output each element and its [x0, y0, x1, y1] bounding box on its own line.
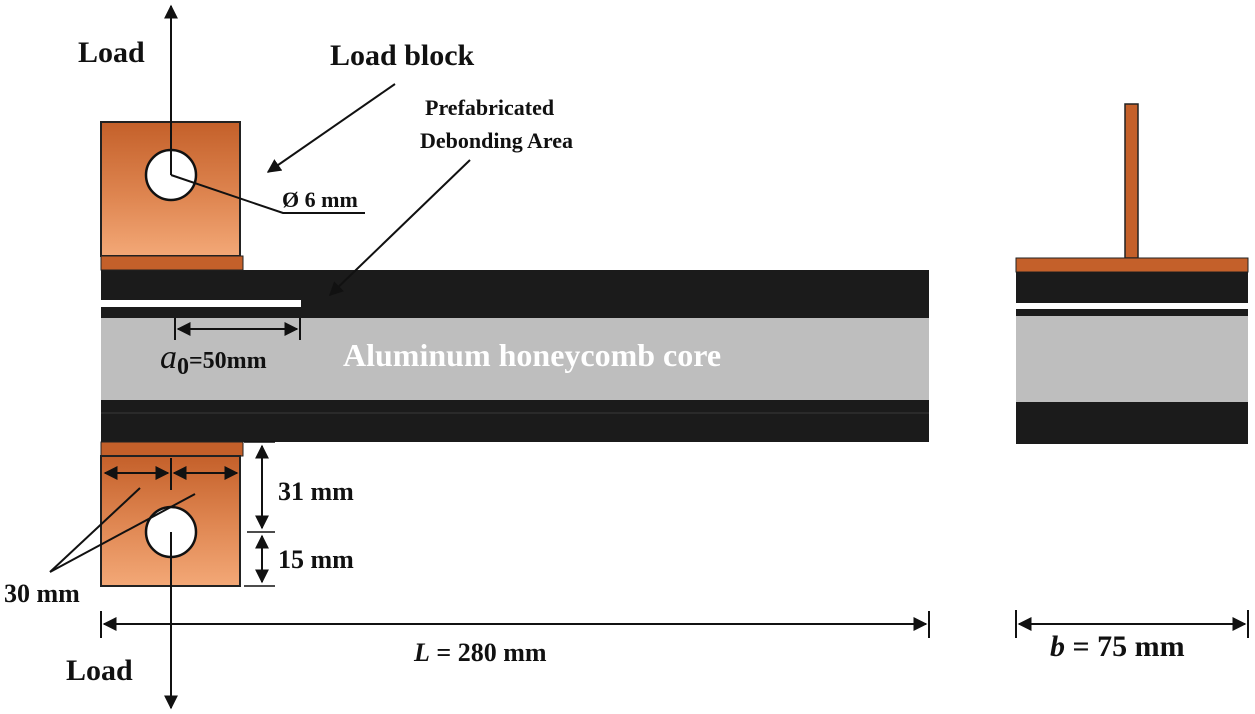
prefab-label-line1: Prefabricated: [425, 95, 554, 120]
a0-dimension: [174, 318, 301, 340]
cross-section-tab: [1124, 103, 1139, 259]
vertical-dimensions: [244, 441, 275, 587]
top-load-block: [100, 121, 244, 271]
width-value: = 75 mm: [1065, 630, 1185, 663]
side-view-specimen: [101, 270, 929, 442]
core-label: Aluminum honeycomb core: [343, 337, 721, 373]
hole-diameter-label: Ø 6 mm: [282, 187, 358, 212]
cross-section-debond: [1016, 303, 1248, 309]
a0-subscript: 0: [177, 354, 189, 380]
cross-section-view: [1015, 103, 1249, 444]
bottom-face-sheet: [101, 400, 929, 442]
prefab-pointer: [328, 159, 471, 296]
a0-label: a0=50mm: [160, 339, 267, 380]
a0-symbol: a: [160, 339, 177, 376]
width-symbol: b: [1050, 630, 1065, 663]
cross-section-core: [1016, 316, 1248, 402]
dim-15-label: 15 mm: [278, 545, 354, 574]
length-label: L = 280 mm: [413, 638, 547, 667]
length-symbol: L: [413, 638, 430, 667]
load-top-label: Load: [78, 36, 145, 69]
block-width-dimensions: [49, 458, 239, 573]
debond-insert: [101, 300, 301, 307]
width-dimension: [1015, 610, 1249, 638]
cross-section-bottom-face: [1016, 402, 1248, 444]
a0-value: =50mm: [189, 348, 267, 374]
dim-30-label: 30 mm: [4, 579, 80, 608]
dim-31-label: 31 mm: [278, 477, 354, 506]
length-value: = 280 mm: [430, 638, 547, 667]
load-block-pointer: [266, 83, 396, 173]
load-block-label: Load block: [330, 39, 475, 72]
width-label: b = 75 mm: [1050, 630, 1185, 663]
hole-diameter-leader: [170, 174, 365, 214]
length-dimension: [100, 611, 930, 638]
prefab-label-line2: Debonding Area: [420, 128, 573, 153]
top-face-sheet: [101, 270, 929, 318]
load-bottom-label: Load: [66, 654, 133, 687]
cross-section-top-face: [1016, 272, 1248, 316]
cross-section-plate: [1015, 257, 1249, 273]
